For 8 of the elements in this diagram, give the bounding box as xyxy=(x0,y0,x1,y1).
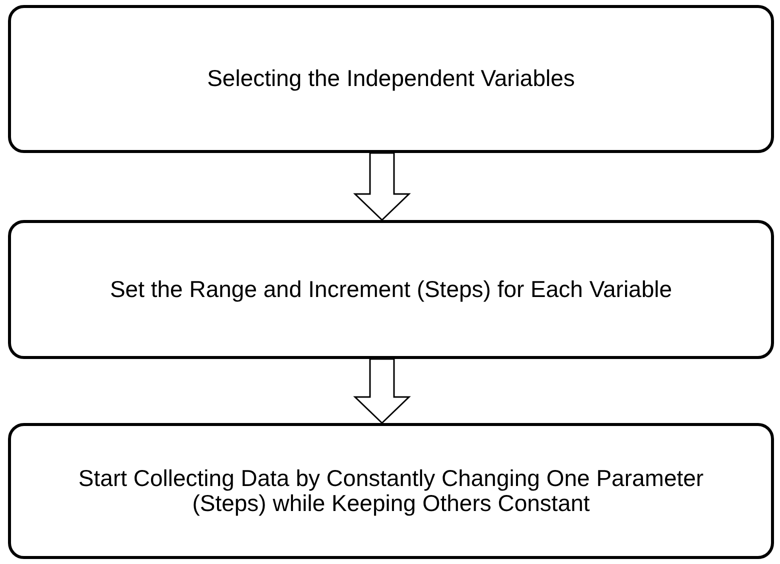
process-box xyxy=(8,220,774,359)
process-box xyxy=(8,5,774,153)
step-text: Start Collecting Data by Constantly Changing One Parameter (Steps) while Keeping Others Constant xyxy=(77,466,705,516)
block-arrow xyxy=(353,152,411,222)
step-text: Selecting the Independent Variables xyxy=(207,66,575,92)
process-box xyxy=(8,423,774,559)
block-arrow xyxy=(353,358,411,424)
step-text: Set the Range and Increment (Steps) for Each Variable xyxy=(110,276,672,302)
